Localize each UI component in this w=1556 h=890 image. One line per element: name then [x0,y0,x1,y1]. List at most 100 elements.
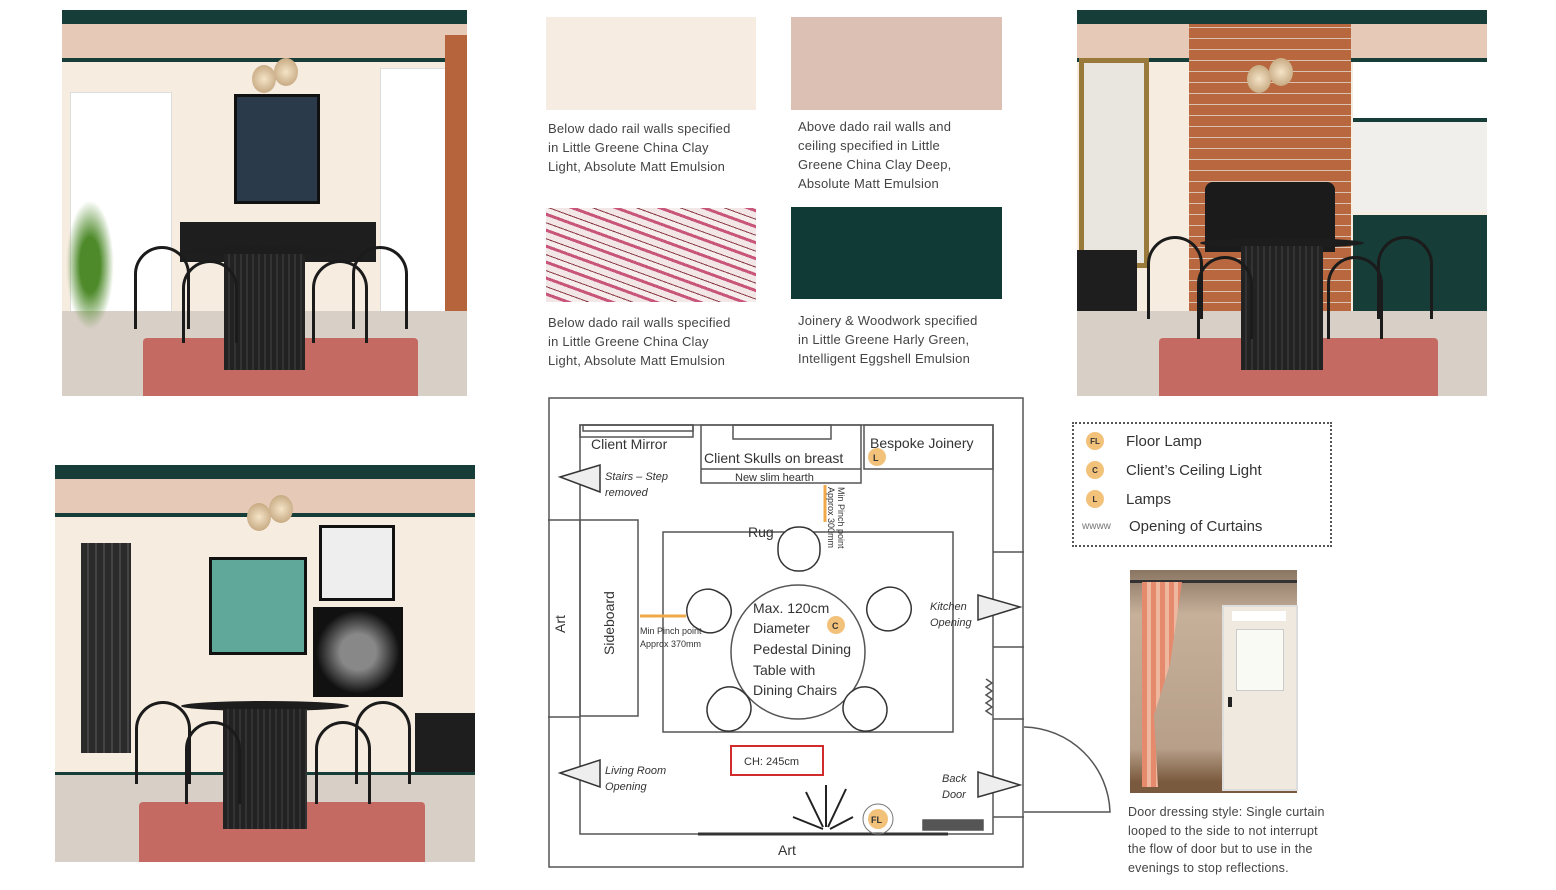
ceiling-light-badge-icon: C [1086,461,1104,479]
swatch-china-clay-light [546,17,756,110]
caption-line: Light, Absolute Matt Emulsion [548,159,726,174]
room-render-front [62,10,467,396]
swatch-china-clay-deep [791,17,1002,110]
label-art-bottom: Art [778,842,796,858]
label-new-hearth: New slim hearth [735,472,814,484]
swatch-fabric-stripe [546,208,756,302]
ceiling-light-badge [827,616,845,634]
label-sideboard: Sideboard [601,591,617,655]
caption-line: in Little Greene China Clay [548,140,709,155]
chair [686,588,732,634]
chair [842,686,888,732]
swatch-caption: Above dado rail walls and ceiling specif… [798,117,951,193]
artwork-marilyn [209,557,307,655]
label-pinch-vertical: Approx 300mm [826,487,836,548]
sideboard [579,519,639,717]
label-living-room: Opening [605,781,647,793]
caption-line: Below dado rail walls specified [548,121,731,136]
legend-label: Lamps [1126,490,1172,508]
living-room-arrow [557,758,601,789]
artwork-record [313,607,403,697]
caption-line: Above dado rail walls and [798,119,952,134]
caption-line: ceiling specified in Little [798,138,940,153]
caption-line: Light, Absolute Matt Emulsion [548,353,726,368]
back-door-arrow [977,770,1023,798]
caption-line: the flow of door but to use in the [1128,842,1313,856]
caption-line: Below dado rail walls specified [548,315,731,330]
label-pinch-horizontal: Approx 370mm [640,639,701,649]
bespoke-joinery [863,424,994,470]
legend-item-lamps: L Lamps [1086,490,1171,508]
curtain-zigzag [984,678,994,716]
chair [866,586,912,632]
legend-label: Client’s Ceiling Light [1126,461,1262,479]
radiator [922,819,984,831]
floor-plan: Client Mirror Client Skulls on breast Ne… [548,397,1111,868]
caption-line: in Little Greene China Clay [548,334,709,349]
plant-icon [792,785,854,830]
curtain-zigzag-icon: wwww [1082,521,1111,532]
room-render-gallery-wall [55,465,475,862]
label-ceiling-height: CH: 245cm [744,756,799,768]
label-table: Max. 120cm [753,600,829,616]
caption-line: Absolute Matt Emulsion [798,176,939,191]
lamp-badge-icon: L [1086,490,1104,508]
kitchen-arrow [977,594,1023,622]
legend-label: Opening of Curtains [1129,518,1263,535]
label-art-left: Art [552,615,568,633]
artwork-print [319,525,395,601]
label-table: Diameter [753,620,810,636]
label-table: Pedestal Dining [753,641,851,657]
stairs-arrow [557,463,601,494]
room-render-fireplace [1077,10,1487,396]
floor-lamp-badge-icon: FL [1086,432,1104,450]
mirror [1079,58,1149,268]
ceiling-height-box [730,745,824,776]
label-back-door: Back [942,773,967,785]
legend-item-curtains: wwww Opening of Curtains [1082,518,1263,535]
caption-line: Door dressing style: Single curtain [1128,805,1325,819]
caption-line: evenings to stop reflections. [1128,860,1289,875]
lamp-badge [868,448,886,466]
caption-line: in Little Greene Harly Green, [798,332,970,347]
label-table: Table with [753,662,815,678]
label-client-skulls: Client Skulls on breast [704,450,843,466]
artwork [234,94,320,204]
curtain [1142,582,1182,787]
lighting-legend: FL Floor Lamp C Client’s Ceiling Light L La… [1072,422,1332,547]
label-pinch-vertical: Min Pinch point [836,487,846,549]
swatch-harly-green [791,207,1002,299]
label-back-door: Door [942,789,967,801]
label-client-mirror: Client Mirror [591,436,668,452]
caption-line: Greene China Clay Deep, [798,157,952,172]
label-stairs: removed [605,487,649,499]
legend-item-ceiling-light: C Client’s Ceiling Light [1086,461,1262,479]
chair [706,686,752,732]
caption-line: Intelligent Eggshell Emulsion [798,351,971,366]
door-caption: Door dressing style: Single curtain loop… [1128,803,1325,877]
label-bespoke-joinery: Bespoke Joinery [870,435,974,451]
label-kitchen: Kitchen [930,601,967,613]
badge-fl-text: FL [871,815,882,825]
swatch-caption: Below dado rail walls specified in Littl… [548,119,731,176]
label-living-room: Living Room [605,765,666,777]
chair [777,526,821,572]
legend-label: Floor Lamp [1126,432,1202,450]
caption-line: Joinery & Woodwork specified [798,313,978,328]
door-curtain-photo [1130,570,1298,793]
back-door-swing [1023,726,1111,813]
label-stairs: Stairs – Step [605,471,668,483]
floor-lamp-badge [868,809,888,829]
label-rug: Rug [748,524,774,540]
swatch-caption: Joinery & Woodwork specified in Little G… [798,311,978,368]
label-kitchen: Opening [930,617,972,629]
label-pinch-horizontal: Min Pinch point [640,626,702,636]
swatch-caption: Below dado rail walls specified in Littl… [548,313,731,370]
legend-item-floor-lamp: FL Floor Lamp [1086,432,1202,450]
door [1222,605,1298,791]
label-table: Dining Chairs [753,682,837,698]
badge-c-text: C [832,621,839,631]
caption-line: looped to the side to not interrupt [1128,823,1318,838]
badge-l-text: L [873,453,879,463]
plan-outer-border [548,397,1024,868]
